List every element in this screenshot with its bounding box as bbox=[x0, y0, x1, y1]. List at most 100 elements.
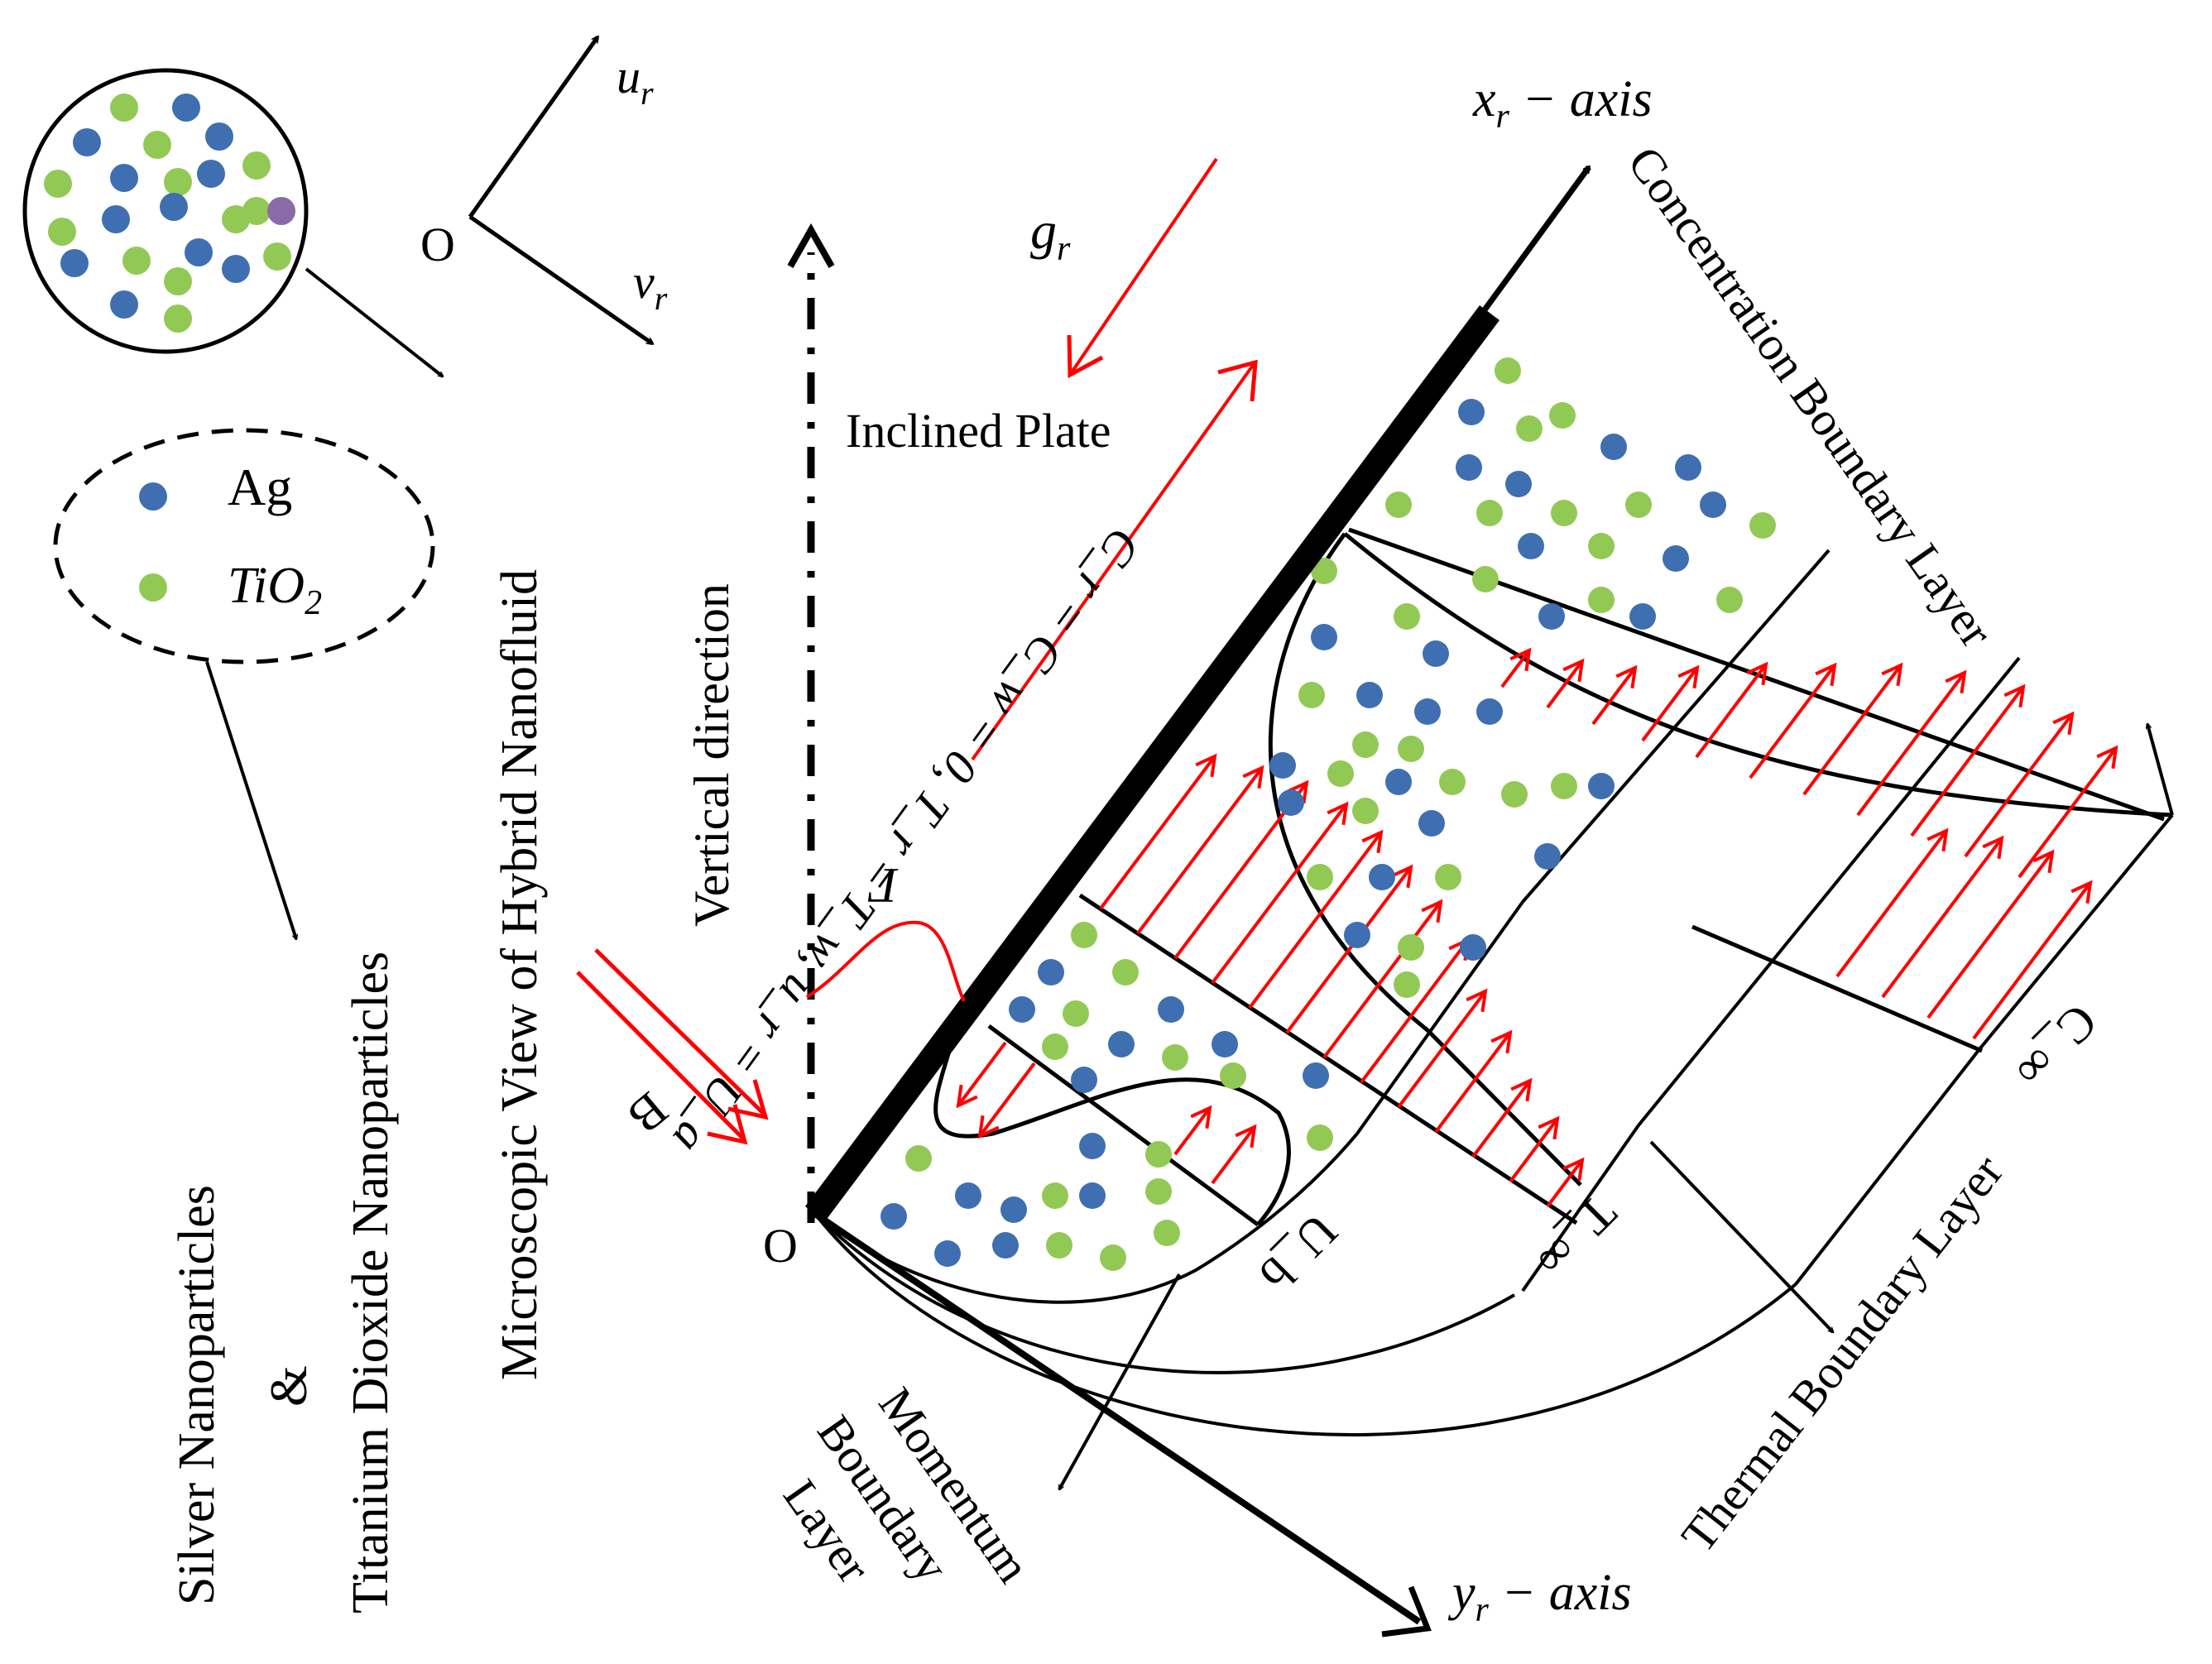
momentum-layer-label: Momentum Boundary Layer bbox=[773, 1378, 1041, 1592]
velocity-vector bbox=[1099, 755, 1216, 910]
velocity-vector-head bbox=[1677, 664, 1700, 689]
silver-particle bbox=[1158, 996, 1184, 1023]
velocity-vector bbox=[1856, 671, 1966, 817]
velocity-vector bbox=[1546, 659, 1584, 709]
tio2-particle bbox=[1352, 731, 1379, 758]
silver-particle bbox=[1278, 789, 1304, 816]
nanoparticle-dots bbox=[44, 94, 295, 333]
particle-legend: Ag TiO2 bbox=[53, 428, 435, 664]
silver-particle bbox=[1663, 545, 1689, 572]
silver-particle bbox=[172, 94, 200, 122]
v-r-label: vr bbox=[633, 255, 668, 317]
silver-particle bbox=[222, 255, 250, 283]
b-field-arrow-1 bbox=[594, 948, 767, 1117]
titanium-dioxide-label: Titanium Dioxide Nanoparticles bbox=[343, 952, 399, 1614]
silver-particle bbox=[992, 1232, 1019, 1259]
boundary-layer-region bbox=[813, 357, 2174, 1489]
velocity-vector bbox=[2018, 746, 2118, 879]
velocity-vector bbox=[1835, 829, 1948, 978]
tio2-particle bbox=[222, 205, 250, 233]
velocity-vector-head bbox=[1361, 829, 1384, 854]
velocity-vector-head bbox=[1538, 1115, 1560, 1140]
tio2-particle bbox=[1162, 1044, 1188, 1071]
legend-to-label-arrow bbox=[205, 661, 296, 939]
velocity-vector-head bbox=[1509, 647, 1532, 672]
plate-velocity-arrowhead bbox=[1217, 359, 1258, 402]
silver-particle bbox=[1311, 624, 1337, 650]
x-axis-line bbox=[1479, 167, 1591, 317]
velocity-vector-head bbox=[1562, 658, 1585, 683]
silver-particle bbox=[1476, 698, 1503, 725]
tio2-particle bbox=[164, 305, 192, 333]
velocity-vector bbox=[1397, 990, 1487, 1109]
tio2-particle bbox=[1716, 587, 1743, 613]
tio2-particle bbox=[1100, 1244, 1126, 1271]
silver-particle bbox=[1534, 843, 1561, 870]
silver-particle bbox=[1079, 1182, 1106, 1209]
silver-particle bbox=[1009, 996, 1035, 1023]
velocity-vector-head bbox=[2003, 683, 2026, 708]
silver-particle bbox=[1385, 769, 1412, 795]
silver-particle bbox=[1600, 434, 1627, 460]
velocity-vector bbox=[1749, 664, 1836, 779]
local-coordinate-frame: O ur vr bbox=[420, 37, 668, 343]
velocity-vector bbox=[1927, 851, 2054, 1019]
tio2-particle bbox=[1398, 736, 1424, 762]
gamma-label: Γ bbox=[867, 858, 899, 913]
u-r-label: ur bbox=[617, 50, 654, 112]
silver-particle bbox=[110, 164, 138, 192]
gamma-curve bbox=[805, 920, 966, 1002]
b-field-arrow-2 bbox=[576, 971, 746, 1142]
tio2-particle bbox=[1154, 1220, 1180, 1246]
velocity-vector-head bbox=[1490, 1029, 1513, 1054]
legend-ag: Ag bbox=[228, 458, 292, 516]
velocity-vector-head bbox=[1562, 1157, 1585, 1182]
silver-particle bbox=[1414, 698, 1441, 725]
tio2-particle bbox=[1307, 864, 1333, 890]
inclined-plate bbox=[804, 305, 1500, 1221]
velocity-vector-head bbox=[1466, 988, 1488, 1013]
tio2-particle bbox=[1307, 1125, 1333, 1151]
velocity-vector bbox=[1248, 831, 1383, 1009]
tio2-particle bbox=[1394, 603, 1420, 630]
velocity-vector bbox=[1641, 666, 1699, 742]
gravity-arrow bbox=[1070, 157, 1218, 374]
velocity-vector bbox=[1360, 938, 1470, 1084]
tio2-swatch bbox=[139, 573, 167, 602]
velocity-vector-head bbox=[1881, 662, 1903, 687]
velocity-vector-head bbox=[1927, 827, 1949, 852]
silver-particle bbox=[73, 128, 101, 156]
tio2-particle bbox=[1551, 773, 1577, 799]
tio2-particle bbox=[1112, 959, 1139, 985]
legend-tio2: TiO2 bbox=[228, 558, 322, 622]
reverse-velocity-head bbox=[956, 1084, 978, 1109]
velocity-vector-head bbox=[2052, 711, 2075, 736]
tio2-particle bbox=[48, 218, 76, 246]
vertical-direction-arrow bbox=[787, 223, 835, 1223]
tio2-particle bbox=[905, 1145, 932, 1172]
circle-to-label-arrow bbox=[305, 267, 443, 378]
velocity-vector-head bbox=[1242, 765, 1264, 789]
velocity-profile-curve bbox=[933, 1025, 1291, 1226]
silver-particle bbox=[1423, 640, 1449, 667]
momentum-layer-curve bbox=[813, 900, 1524, 1304]
boundary-layer-particles bbox=[880, 357, 1776, 1271]
gravity-label: gr bbox=[1030, 201, 1071, 268]
y-axis-label: yr − axis bbox=[1447, 1565, 1632, 1629]
silver-particle bbox=[1418, 810, 1445, 837]
reverse-velocity-vector bbox=[978, 1062, 1036, 1138]
silver-particle bbox=[160, 193, 188, 221]
velocity-vector-field bbox=[956, 647, 2118, 1208]
velocity-vector bbox=[1173, 1106, 1212, 1156]
silver-particle bbox=[197, 160, 225, 188]
velocity-vector bbox=[1881, 837, 2003, 999]
tio2-particle bbox=[1145, 1141, 1172, 1168]
velocity-vector-head bbox=[1510, 1077, 1533, 1102]
silver-particle bbox=[1079, 1133, 1106, 1159]
velocity-vector bbox=[1972, 881, 2092, 1040]
velocity-vector-head bbox=[1746, 661, 1768, 686]
velocity-vector-head bbox=[1195, 753, 1217, 778]
inclined-plate-label: Inclined Plate bbox=[846, 404, 1111, 458]
velocity-vector-head bbox=[1391, 864, 1413, 889]
y-axis-line bbox=[813, 1211, 1422, 1625]
